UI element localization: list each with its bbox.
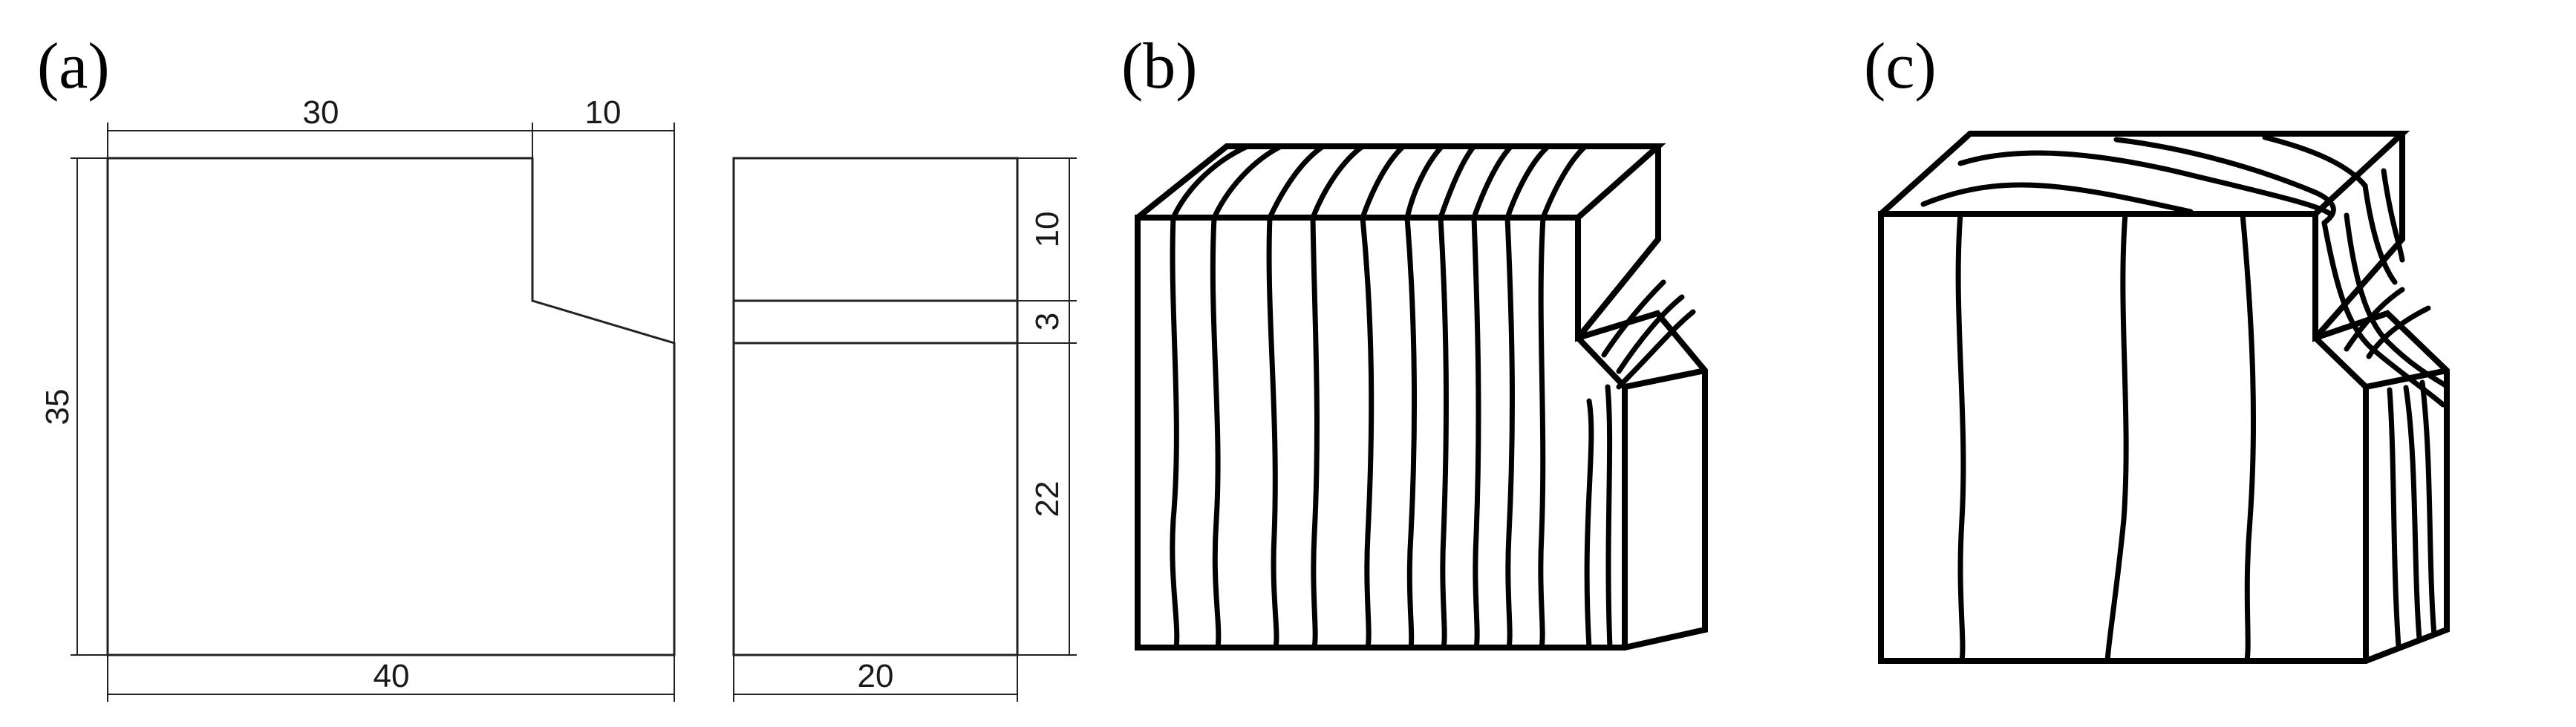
grain-line	[2240, 211, 2257, 664]
grain-line-top	[1267, 143, 1326, 221]
grain-line-step	[2381, 168, 2405, 263]
side-view-drawing	[732, 157, 1077, 702]
block-c-top-face	[1878, 131, 2410, 217]
grain-line-top	[1170, 143, 1250, 221]
grain-line	[1266, 215, 1279, 651]
grain-line	[1210, 215, 1222, 651]
panel-label-c: (c)	[1864, 30, 1937, 102]
grain-line	[1404, 215, 1418, 651]
isometric-block-b	[1135, 143, 1708, 651]
dim-label-3: 3	[1029, 313, 1066, 330]
grain-line	[1538, 215, 1546, 651]
grain-line	[2104, 211, 2129, 664]
dim-label-20: 20	[858, 658, 894, 694]
dim-label-22: 22	[1029, 481, 1066, 518]
grain-line-top	[1404, 143, 1445, 221]
side-view-outline	[732, 157, 1019, 656]
front-view-outline	[106, 157, 676, 656]
grain-line-top	[1957, 150, 2335, 218]
grain-line-top	[1540, 143, 1588, 221]
grain-line-side	[2419, 379, 2437, 638]
grain-line-top	[1211, 143, 1284, 221]
grain-line-top	[1438, 143, 1477, 221]
block-b-step-face	[1575, 143, 1661, 341]
panel-label-b: (b)	[1121, 30, 1198, 102]
grain-line-step	[1616, 309, 1696, 390]
grain-line-top	[1504, 143, 1551, 221]
grain-line-top	[1360, 143, 1406, 221]
grain-line-side	[2387, 387, 2401, 649]
grain-line	[1360, 215, 1375, 651]
grain-line-side	[1605, 384, 1613, 651]
block-b-top-face	[1135, 143, 1666, 221]
grain-line-top	[2262, 134, 2368, 189]
dim-label-10: 10	[585, 94, 622, 131]
grain-line-step	[2366, 305, 2431, 359]
grain-line-side	[2403, 385, 2422, 642]
grain-line-step	[2362, 183, 2398, 285]
grain-line-top	[1310, 143, 1366, 221]
grain-line	[1310, 215, 1320, 651]
dim-label-10-side: 10	[1029, 212, 1066, 248]
grain-line	[1170, 215, 1180, 651]
front-view-drawing	[71, 123, 676, 702]
dim-label-40: 40	[374, 658, 410, 694]
grain-line	[1504, 215, 1515, 651]
grain-line	[1438, 215, 1449, 651]
dim-label-30: 30	[303, 94, 339, 131]
grain-line-step	[2344, 287, 2405, 352]
grain-line	[1471, 215, 1481, 651]
block-b-step-edge	[1575, 236, 1661, 341]
grain-line-top	[2113, 137, 2336, 226]
grain-line-top	[1920, 182, 2194, 215]
grain-line	[1955, 211, 1966, 664]
dim-label-35: 35	[39, 389, 76, 426]
grain-line-step	[1601, 279, 1666, 358]
isometric-block-c	[1878, 131, 2450, 664]
panel-label-a: (a)	[37, 30, 110, 102]
grain-line-top	[1471, 143, 1514, 221]
grain-line-step	[1616, 294, 1685, 374]
grain-line-side	[1584, 398, 1594, 651]
block-c-lower-top-edge	[2312, 335, 2450, 391]
